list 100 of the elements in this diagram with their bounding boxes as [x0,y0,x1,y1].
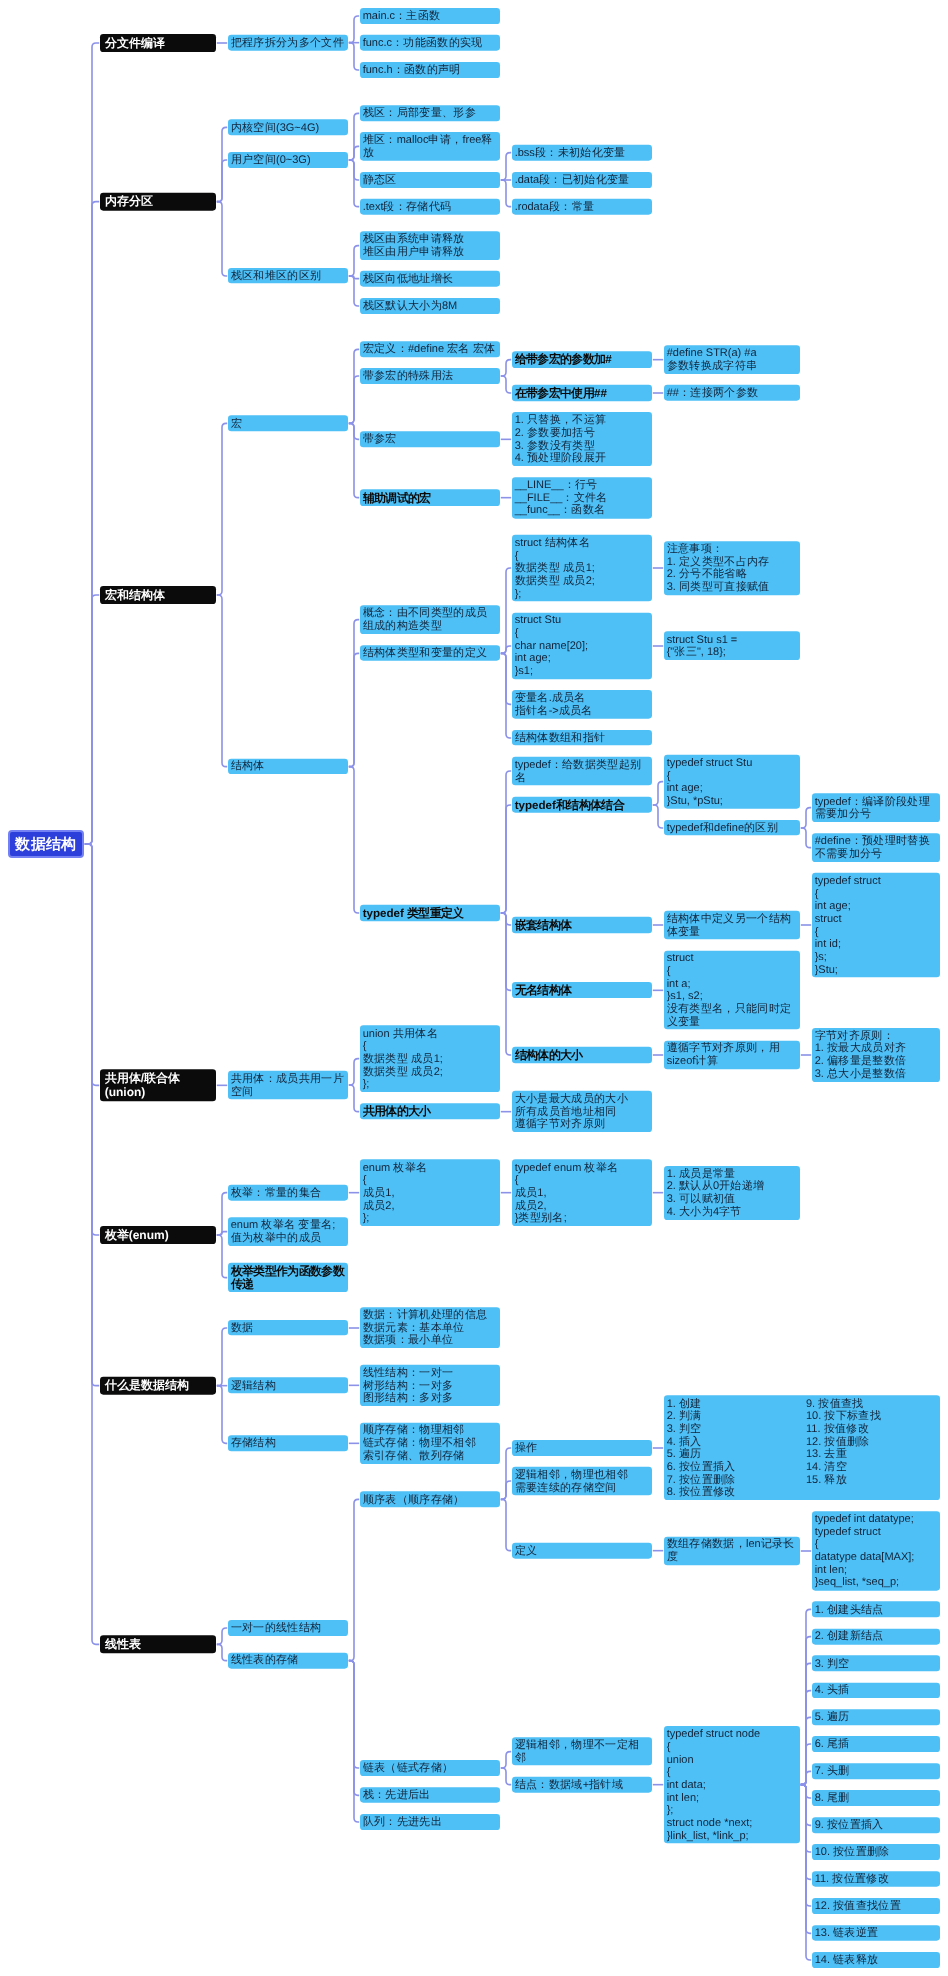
connector-line [216,594,228,768]
connector-line [800,827,812,849]
topic-box [812,1763,940,1780]
topic-box [360,1787,500,1803]
topic-box [812,1925,940,1941]
branch-box [100,192,216,211]
topic-box [512,981,652,999]
topic-box [360,904,500,922]
topic-box [360,171,500,188]
connector-line [348,1057,360,1086]
branch-box [100,586,216,604]
topic-box [512,729,652,746]
topic-box [512,384,652,402]
topic-box [512,1466,652,1496]
branch-box [100,1635,216,1654]
topic-box [812,1628,940,1645]
topic-box [664,541,800,596]
topic-box [228,758,348,775]
connector-line [216,159,228,203]
connector-line [652,567,664,569]
connector-line [348,375,360,425]
topic-box [360,297,500,314]
topic-box [664,910,800,940]
topic-box [360,1814,500,1830]
topic-box [812,833,940,862]
topic-box [360,1025,500,1092]
connector-line [216,1627,228,1646]
connector-line [500,912,512,1056]
connector-line [216,1384,228,1445]
topic-box [360,270,500,287]
topic-box [812,1898,940,1914]
topic-box [812,793,940,823]
topic-box [664,819,800,836]
topic-box [228,1319,348,1336]
connector-line [216,1643,228,1662]
connector-line [652,924,664,926]
topic-box [512,1046,652,1064]
topic-box [812,1736,940,1753]
connector-line [500,1750,512,1769]
topic-box [228,1620,348,1637]
topic-box [360,105,500,122]
topic-box [228,152,348,168]
topic-box [360,61,500,78]
branch-box [100,1226,216,1245]
topic-box [360,34,500,51]
branch-box [100,1069,216,1102]
topic-box [512,1542,652,1559]
connector-line [500,1480,512,1501]
connector-line [84,594,100,845]
connector-line [348,1659,360,1823]
topic-box [360,1307,500,1349]
connector-line [652,645,664,647]
connector-line [500,151,512,181]
topic-box [664,1395,940,1501]
connector-line [800,1770,812,1786]
topic-box [360,489,500,506]
topic-box [360,1364,500,1407]
connector-line [500,358,512,377]
topic-box [664,631,800,661]
connector-line [500,179,512,208]
topic-box [512,1439,652,1456]
connector-line [500,567,512,655]
connector-line [652,780,664,806]
topic-box [664,384,800,401]
topic-box [360,431,500,448]
topic-box [512,534,652,602]
topic-box [360,368,500,385]
connector-line [216,1234,228,1279]
connector-line [348,15,360,44]
topic-box [360,198,500,215]
connector-line [500,1767,512,1786]
topic-box [512,1159,652,1227]
topic-box [664,1165,800,1220]
topic-box [228,1217,348,1246]
connector-line [348,275,360,307]
topic-box [812,1682,940,1699]
connector-line [800,1550,812,1552]
topic-box [812,1709,940,1726]
topic-box [512,1090,652,1132]
topic-box [812,872,940,978]
topic-box [360,1491,500,1508]
topic-box [360,8,500,24]
connector-line [348,1327,360,1329]
connector-line [500,804,512,914]
topic-box [664,1040,800,1070]
topic-box [812,1511,940,1591]
topic-box [228,415,348,432]
connector-line [348,422,360,499]
topic-box [228,1435,348,1452]
connector-line [216,200,228,277]
topic-box [812,1655,940,1672]
topic-box [228,1377,348,1394]
connector-line [652,1447,664,1449]
connector-line [500,652,512,739]
connector-line [216,1327,228,1387]
connector-line [652,392,664,394]
topic-box [812,1028,940,1082]
connector-line [348,41,360,71]
topic-box [512,756,652,786]
connector-line [348,765,360,914]
